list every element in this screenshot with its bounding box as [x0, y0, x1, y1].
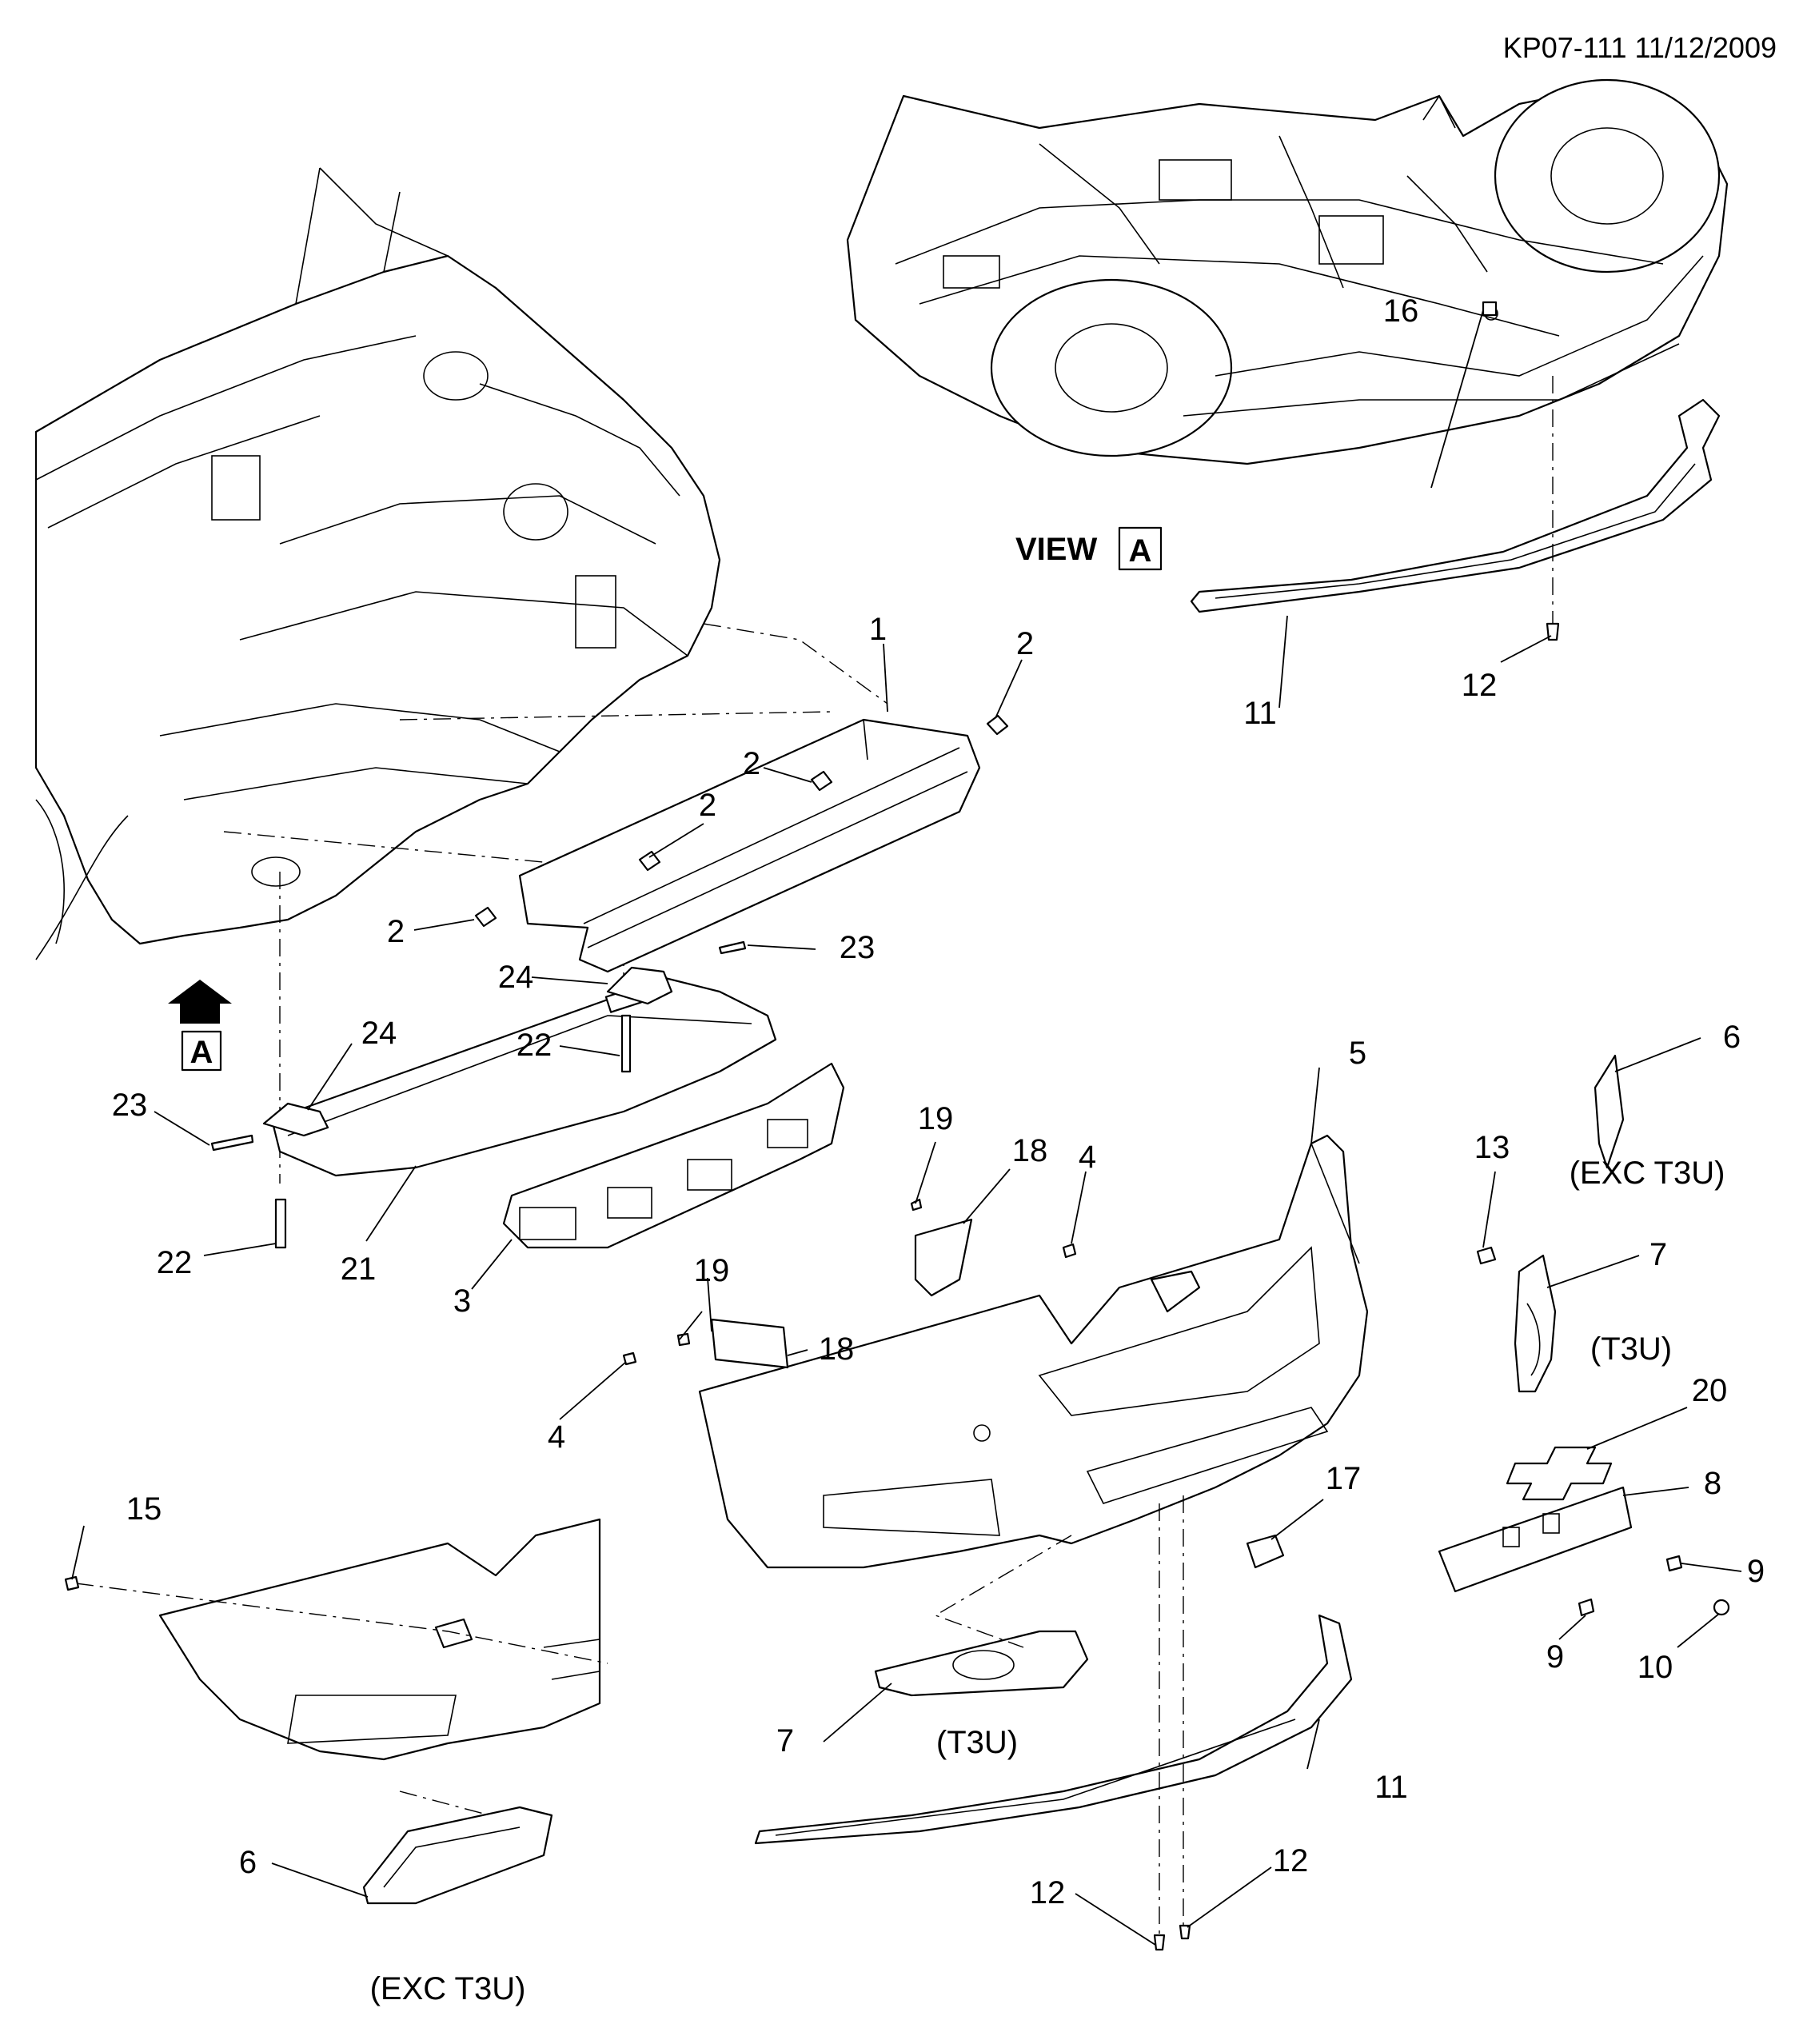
view-arrow-letter: A [190, 1035, 213, 1070]
callout-24-upper: 24 [498, 960, 534, 995]
part-20-emblem [1506, 1446, 1613, 1501]
callout-7-center: 7 [776, 1723, 794, 1759]
callout-8: 8 [1704, 1466, 1721, 1501]
part-9-10-fasteners [1578, 1555, 1730, 1617]
callout-23-left: 23 [112, 1088, 148, 1123]
part-7-trim-right [1514, 1254, 1557, 1393]
view-a-label: VIEW A [1015, 526, 1163, 571]
callout-7-right: 7 [1649, 1237, 1667, 1272]
vehicle-front-structure-illustration [34, 167, 721, 960]
view-a-direction-arrow: A [168, 980, 232, 1072]
view-label-letter: A [1129, 533, 1152, 569]
callout-5: 5 [1349, 1036, 1366, 1071]
variant-notes: (EXC T3U) (T3U) (T3U) (EXC T3U) [370, 1156, 1725, 2006]
callout-16: 16 [1383, 293, 1419, 329]
callout-15: 15 [126, 1491, 162, 1527]
part-2-bolts [474, 714, 1009, 928]
callout-10: 10 [1637, 1650, 1673, 1685]
part-4-screws [622, 1243, 1077, 1366]
callout-9-right: 9 [1747, 1554, 1765, 1589]
callout-2-left: 2 [387, 914, 405, 949]
part-22-23-bolts [210, 940, 747, 1249]
part-12-screws-center [1153, 1924, 1191, 1951]
callout-22-lower: 22 [157, 1245, 193, 1280]
part-1-impact-bar [518, 718, 981, 973]
note-exc-t3u-top: (EXC T3U) [1570, 1156, 1725, 1191]
callout-19-lower: 19 [694, 1253, 730, 1288]
callout-23-upper: 23 [840, 930, 876, 965]
callout-12-left: 12 [1030, 1875, 1066, 1910]
part-6-trim-right [1594, 1054, 1625, 1169]
callout-18-lower: 18 [819, 1331, 855, 1367]
callout-4-upper: 4 [1079, 1140, 1096, 1175]
callout-1: 1 [869, 612, 887, 647]
note-t3u-center: (T3U) [936, 1725, 1018, 1760]
part-3-energy-absorber [502, 1062, 845, 1249]
callout-labels: 1 2 2 2 2 3 4 4 5 6 6 7 7 8 9 9 10 11 11… [112, 293, 1765, 1910]
part-8-license-bracket [1438, 1486, 1633, 1593]
view-arrow-letter-box [181, 1030, 222, 1072]
part-13-nut [1476, 1246, 1497, 1265]
callout-3: 3 [453, 1283, 471, 1319]
view-a-underbody-illustration [846, 78, 1729, 465]
callout-12-view-a: 12 [1462, 668, 1498, 703]
callout-20: 20 [1692, 1373, 1728, 1408]
part-11-deflector-view-a [1190, 398, 1721, 613]
fascia-variant-exc-t3u [158, 1518, 601, 1761]
note-t3u-right: (T3U) [1590, 1331, 1672, 1367]
callout-24-left: 24 [361, 1016, 397, 1051]
callout-22-upper: 22 [517, 1028, 552, 1063]
callout-2-top: 2 [1016, 626, 1034, 661]
leader-lines [71, 309, 1742, 1946]
diagram-ref-code: KP07-111 11/12/2009 [1503, 31, 1777, 64]
part-11-deflector-center [754, 1614, 1353, 1845]
callout-21: 21 [341, 1252, 377, 1287]
callout-18-upper: 18 [1012, 1133, 1048, 1168]
callout-6-right: 6 [1723, 1020, 1741, 1055]
view-letter-box [1118, 526, 1163, 571]
part-6-trim-lower [362, 1806, 553, 1905]
callout-2-mid: 2 [743, 746, 760, 781]
callout-19-upper: 19 [918, 1101, 954, 1136]
view-label-text: VIEW [1015, 532, 1097, 567]
callout-17: 17 [1326, 1461, 1362, 1496]
callout-12-right: 12 [1273, 1843, 1309, 1878]
part-18-19-brackets [676, 1198, 973, 1369]
callout-4-lower: 4 [548, 1419, 565, 1455]
part-16-clip [1482, 301, 1498, 317]
callout-2-lower: 2 [699, 788, 716, 823]
part-7-fog-trim-center [874, 1630, 1089, 1697]
callout-11-center: 11 [1374, 1770, 1408, 1805]
part-5-front-fascia [698, 1134, 1369, 1569]
callout-11-view-a: 11 [1243, 696, 1277, 731]
callout-6-lower: 6 [239, 1845, 257, 1880]
part-24-brackets [262, 966, 673, 1137]
callout-13: 13 [1474, 1130, 1510, 1165]
note-exc-t3u-bottom: (EXC T3U) [370, 1971, 526, 2006]
callout-9-lower: 9 [1546, 1639, 1564, 1675]
part-17-tow-cover [1246, 1534, 1285, 1569]
